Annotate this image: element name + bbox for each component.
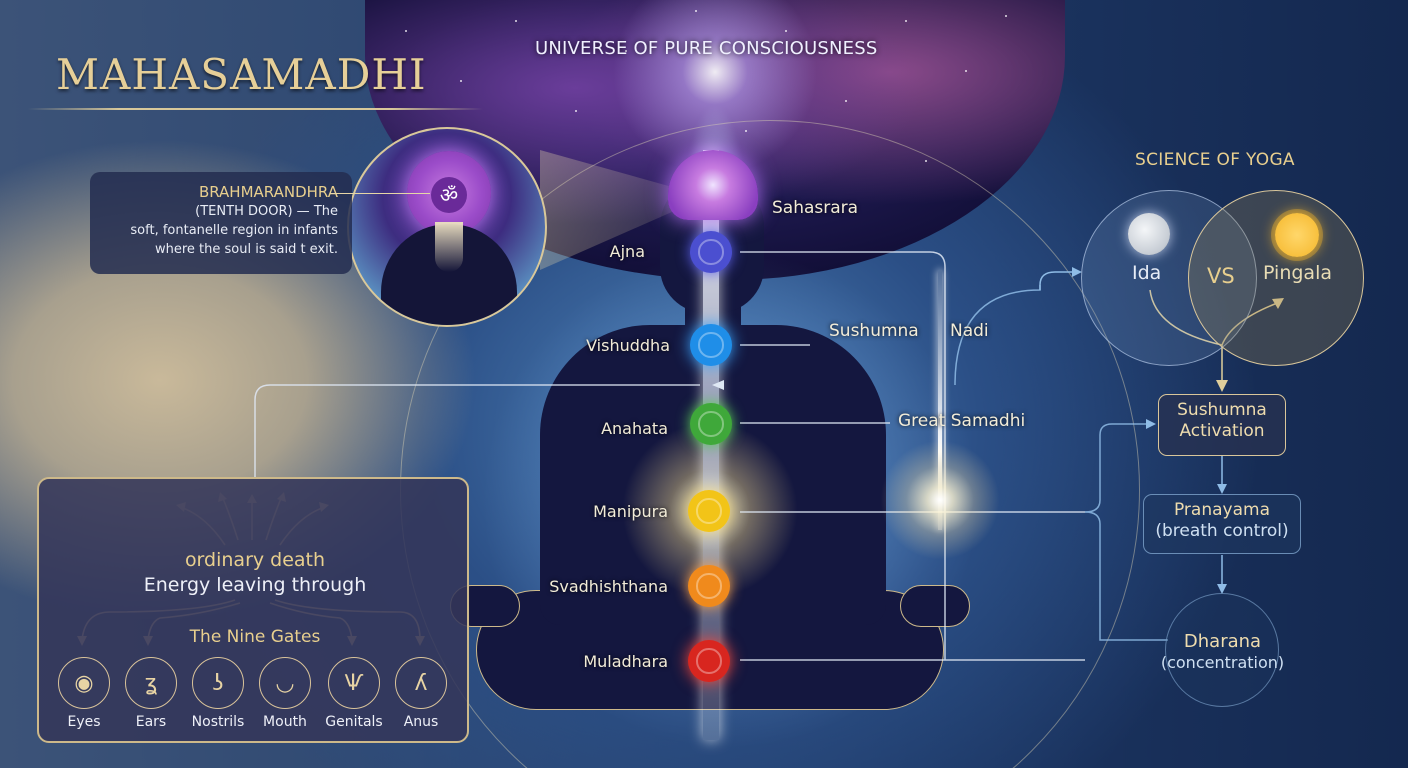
gate-label: Mouth [263, 714, 307, 730]
nose-icon: ʖ [192, 657, 244, 709]
moon-icon [1128, 213, 1170, 255]
gate-genitals: Ѱ Genitals [324, 657, 384, 730]
samadhi-beam [938, 270, 942, 530]
gate-eyes: ◉ Eyes [54, 657, 114, 730]
great-samadhi-label: Great Samadhi [898, 411, 1026, 431]
ordinary-death-title: ordinary death [184, 549, 326, 571]
chakra-manipura-icon [688, 490, 730, 532]
sun-icon [1275, 213, 1319, 257]
chakra-svadhishthana-icon [688, 565, 730, 607]
pingala-circle [1188, 190, 1364, 366]
ida-label: Ida [1132, 262, 1162, 284]
chakra-sahasrara-icon [668, 150, 758, 220]
brahmarandhra-line-2: soft, fontanelle region in infants [130, 223, 338, 238]
brahmarandhra-line-3: where the soul is said t exit. [154, 242, 338, 257]
samadhi-flare-icon [880, 440, 1000, 560]
brahmarandhra-title: BRAHMARANDHRA [198, 183, 338, 201]
brahmarandhra-pointer [330, 193, 430, 194]
pranayama-title: Pranayama [1173, 500, 1270, 520]
chakra-label-anahata: Anahata [601, 419, 668, 438]
ear-icon: ʓ [125, 657, 177, 709]
brahmarandhra-card: BRAHMARANDHRA (TENTH DOOR) — The soft, f… [90, 172, 352, 274]
gate-mouth: ◡ Mouth [255, 657, 315, 730]
page-title: MAHASAMADHI [56, 50, 427, 99]
chakra-ajna-icon [690, 231, 732, 273]
chakra-label-sahasrara: Sahasrara [772, 198, 859, 218]
brahmarandhra-closeup: ॐ [347, 127, 547, 327]
gate-nostrils: ʖ Nostrils [188, 657, 248, 730]
chakra-label-ajna: Ajna [609, 242, 645, 261]
sushumna-activation-line-2: Activation [1179, 421, 1265, 441]
gate-label: Anus [403, 714, 439, 730]
ordinary-death-panel: ordinary death Energy leaving through Th… [37, 477, 469, 743]
gate-anus: ʎ Anus [391, 657, 451, 730]
pranayama-box: Pranayama (breath control) [1143, 494, 1301, 554]
chakra-label-muladhara: Muladhara [583, 652, 668, 671]
chakra-label-vishuddha: Vishuddha [586, 336, 670, 355]
chakra-anahata-icon [690, 403, 732, 445]
universe-label: UNIVERSE OF PURE CONSCIOUSNESS [535, 38, 878, 59]
fontanelle-glow [435, 222, 463, 272]
om-icon: ॐ [431, 177, 467, 213]
dharana-subtitle: (concentration) [1160, 653, 1285, 672]
anus-icon: ʎ [395, 657, 447, 709]
chakra-label-svadhishthana: Svadhishthana [549, 577, 668, 596]
eye-icon: ◉ [58, 657, 110, 709]
science-of-yoga-title: SCIENCE OF YOGA [1135, 150, 1295, 170]
chakra-vishuddha-icon [690, 324, 732, 366]
gate-label: Eyes [67, 714, 101, 730]
title-divider [28, 108, 483, 110]
dharana-title: Dharana [1183, 631, 1262, 652]
ordinary-death-subtitle: Energy leaving through [143, 574, 367, 596]
gate-label: Ears [135, 714, 167, 730]
gate-ears: ʓ Ears [121, 657, 181, 730]
gate-label: Genitals [325, 714, 383, 730]
pingala-label: Pingala [1263, 262, 1332, 284]
sushumna-activation-line-1: Sushumna [1177, 400, 1267, 420]
vs-label: VS [1207, 264, 1235, 288]
gate-label: Nostrils [191, 714, 245, 730]
pranayama-subtitle: (breath control) [1155, 521, 1289, 541]
nadi-label: Nadi [950, 321, 989, 341]
lips-icon: ◡ [259, 657, 311, 709]
chakra-label-manipura: Manipura [593, 502, 668, 521]
chakra-muladhara-icon [688, 640, 730, 682]
sushumna-activation-box: Sushumna Activation [1158, 394, 1286, 456]
brahmarandhra-line-1: (TENTH DOOR) — The [195, 204, 338, 219]
genitals-icon: Ѱ [328, 657, 380, 709]
sushumna-label: Sushumna [829, 321, 919, 341]
dharana-circle [1165, 593, 1279, 707]
nine-gates-title: The Nine Gates [189, 627, 321, 647]
figure-right-hand [900, 585, 970, 627]
